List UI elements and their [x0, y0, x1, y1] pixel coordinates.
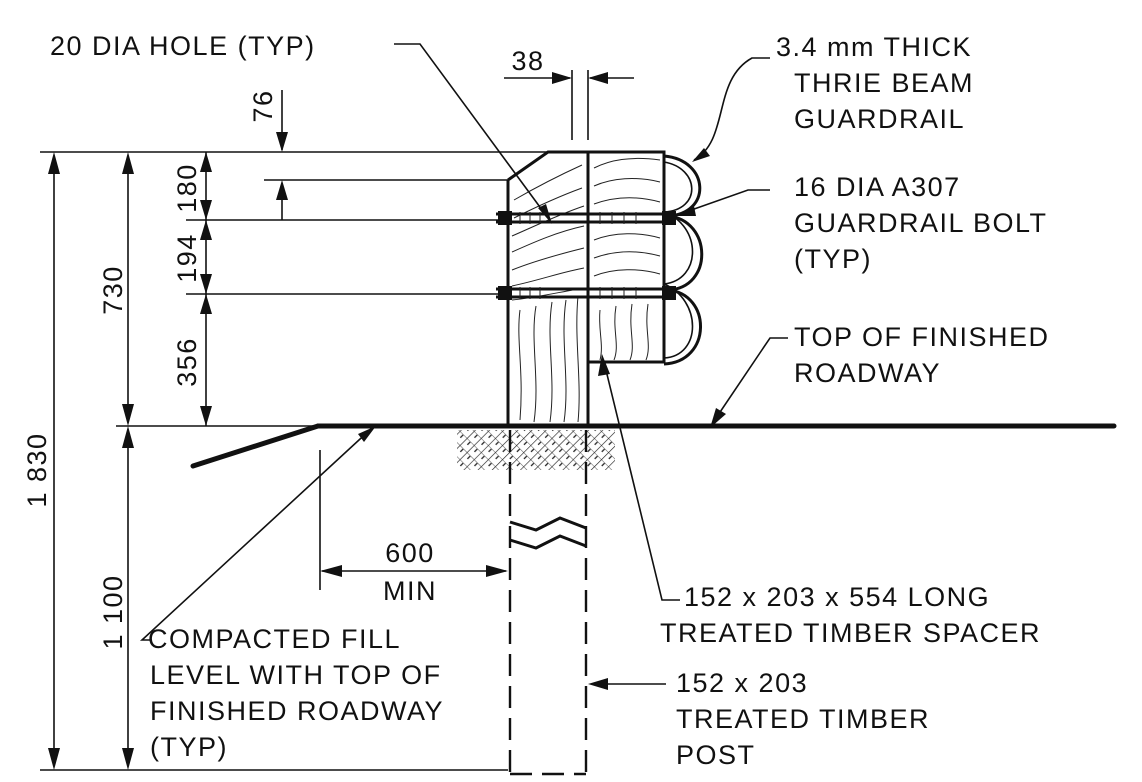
- extension-lines: [40, 70, 589, 771]
- fill-label-3: FINISHED ROADWAY: [150, 696, 444, 726]
- bolt-upper: [496, 211, 676, 225]
- leader-arrowheads: [358, 148, 726, 690]
- dim-stack: 180 194 356: [172, 152, 212, 426]
- roadway-label-1: TOP OF FINISHED: [794, 322, 1050, 352]
- post-label-2: TREATED TIMBER: [676, 704, 930, 734]
- dim-38: 38: [504, 46, 634, 84]
- spacer-label-1: 152 x 203 x 554 LONG: [684, 582, 990, 612]
- post-label-1: 152 x 203: [676, 668, 808, 698]
- dim-1830-text: 1 830: [22, 432, 52, 507]
- beam-label-1: 3.4 mm THICK: [776, 32, 972, 62]
- bolt-label-1: 16 DIA A307: [794, 172, 961, 202]
- dim-38-text: 38: [511, 46, 544, 76]
- fill-label-2: LEVEL WITH TOP OF: [150, 660, 442, 690]
- ground-line: [190, 423, 1117, 469]
- hole-label: 20 DIA HOLE (TYP): [50, 31, 316, 61]
- bolt-lower: [496, 286, 676, 300]
- bolt-label-3: (TYP): [794, 244, 872, 274]
- dim-76-text: 76: [248, 89, 278, 122]
- dim-600-note: MIN: [383, 576, 437, 606]
- roadway-label-2: ROADWAY: [794, 358, 941, 388]
- spacer-label-2: TREATED TIMBER SPACER: [660, 618, 1041, 648]
- dim-1100: 1 100: [98, 426, 134, 770]
- fill-label-4: (TYP): [150, 732, 228, 762]
- timber-spacer: [586, 150, 666, 364]
- dim-180-text: 180: [172, 163, 202, 213]
- bolt-label-2: GUARDRAIL BOLT: [794, 208, 1048, 238]
- thrie-beam: [660, 154, 704, 366]
- soil-hatch: [457, 430, 615, 470]
- beam-label-2: THRIE BEAM: [794, 68, 974, 98]
- dim-356-text: 356: [172, 337, 202, 387]
- dim-730-text: 730: [98, 265, 128, 315]
- beam-label-3: GUARDRAIL: [794, 104, 965, 134]
- dim-1100-text: 1 100: [98, 574, 128, 649]
- fill-label-1: COMPACTED FILL: [148, 624, 401, 654]
- dim-600-text: 600: [385, 538, 435, 568]
- post-label-3: POST: [676, 740, 756, 770]
- dim-194-text: 194: [172, 233, 202, 283]
- dim-730: 730: [98, 152, 134, 426]
- dim-600: 600 MIN: [320, 538, 508, 606]
- dim-1830: 1 830: [22, 152, 60, 770]
- annotations: 20 DIA HOLE (TYP) 3.4 mm THICK THRIE BEA…: [50, 31, 1050, 770]
- dim-76: 76: [248, 89, 288, 220]
